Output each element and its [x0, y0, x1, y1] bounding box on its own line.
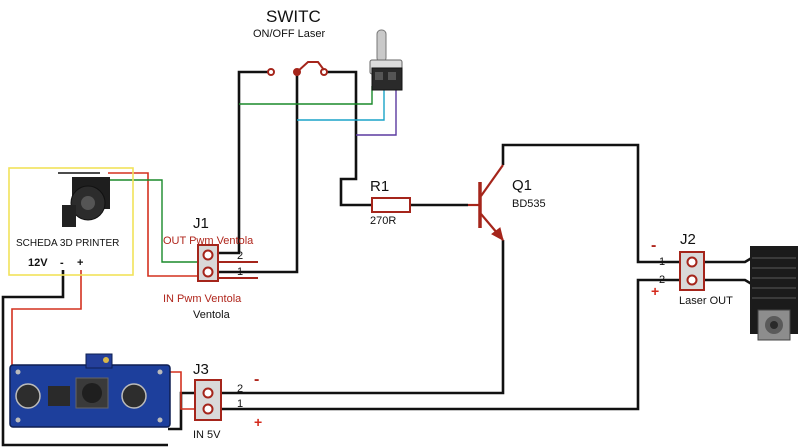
r1-name: R1 [370, 178, 389, 195]
switch-symbol [267, 61, 328, 76]
wire-laser-lead-2 [704, 278, 756, 288]
q1-transistor [468, 164, 504, 241]
j1-connector [197, 244, 219, 282]
wire-laser-lead-1 [704, 254, 756, 264]
j3-pin-bottom: 1 [237, 398, 243, 410]
switch-lever [296, 61, 325, 73]
board-plus: + [77, 257, 83, 269]
q1-name: Q1 [512, 177, 532, 194]
j3-name: J3 [193, 361, 209, 378]
j1-name: J1 [193, 215, 209, 232]
j3-plus: + [254, 414, 262, 430]
wire-switch-mid-to-j1 [206, 72, 299, 274]
switch-subtitle: ON/OFF Laser [253, 28, 325, 40]
r1-value: 270R [370, 215, 396, 227]
j1-in-label: IN Pwm Ventola [163, 293, 242, 305]
signal-wires [58, 86, 397, 263]
j2-pin-top: 1 [659, 256, 665, 268]
j3-minus: - [254, 371, 259, 388]
j2-name: J2 [680, 231, 696, 248]
j3-connector [194, 379, 222, 421]
j1-pin-top: 2 [237, 250, 243, 262]
buck-converter-picture [9, 353, 171, 428]
toggle-switch-picture [369, 29, 403, 91]
j3-pin-top: 2 [237, 383, 243, 395]
j1-out-label: OUT Pwm Ventola [163, 235, 254, 247]
wire-switch-right-to-r1 [324, 70, 372, 207]
black-wires [1, 70, 756, 447]
switch-contact-left [267, 68, 275, 76]
board-minus: - [60, 257, 64, 269]
wire-board-minus-to-converter [1, 270, 168, 447]
wire-switch-left-to-j1 [206, 70, 271, 255]
j1-caption: Ventola [193, 309, 231, 321]
wire-j2-to-j3 [206, 278, 688, 411]
wire-q1-emitter-to-j3 [206, 240, 505, 395]
board-outline [8, 167, 134, 276]
wire-fan-green [100, 179, 198, 263]
q1-part: BD535 [512, 198, 546, 210]
j2-connector [679, 251, 705, 291]
wire-converter-out-to-j3 [168, 391, 206, 431]
j1-pin-bottom: 1 [237, 266, 243, 278]
j2-minus: - [651, 237, 656, 254]
wire-switch-green [239, 86, 373, 105]
wire-q1-collector-to-j2 [501, 143, 688, 264]
j2-pin-bottom: 2 [659, 274, 665, 286]
j3-caption: IN 5V [193, 429, 221, 441]
laser-module-picture [750, 246, 798, 341]
switch-title: SWITC [266, 7, 321, 26]
board-label: SCHEDA 3D PRINTER [16, 238, 119, 249]
wire-fan-red [108, 172, 198, 277]
r1-resistor [371, 197, 411, 213]
j1-pin-leads [218, 261, 258, 279]
j2-caption: Laser OUT [679, 295, 733, 307]
fan-picture [62, 177, 110, 227]
board-voltage: 12V [28, 257, 48, 269]
wire-switch-purple [356, 90, 397, 136]
wire-switch-cyan [297, 90, 385, 121]
j2-plus: + [651, 283, 659, 299]
